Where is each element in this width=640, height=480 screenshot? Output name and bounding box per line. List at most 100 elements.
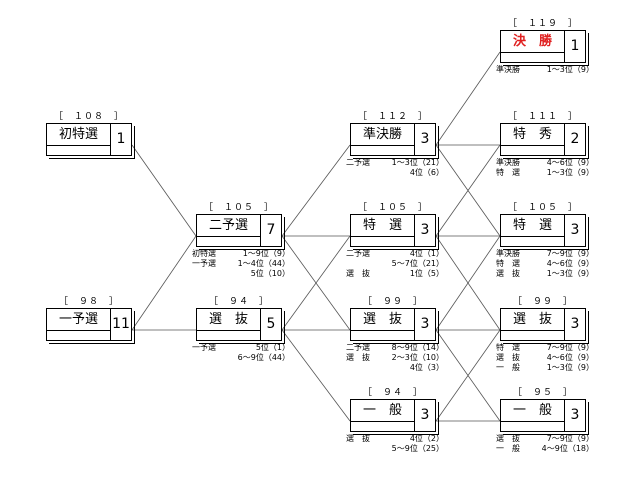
race-number: ［ ９５ ］ [512,388,573,398]
rank-range: 4位（3） [409,363,444,372]
rank-range: 1～3位（9） [546,168,594,177]
race-number: ［ １０５ ］ [203,203,274,213]
race-count: 3 [570,222,580,238]
rank-range: 8～9位（14） [391,343,444,352]
race-count: 5 [266,316,276,332]
race-name: 準決勝 [351,124,415,146]
source-race: 選 抜 [496,353,520,362]
race-box: 決 勝 1 [500,30,586,63]
rank-range: 1～9位（9） [242,249,290,258]
race-box: 初特選 1 [46,123,132,156]
qualifier-note: 特 選 1～3位（9） [496,168,594,178]
rank-range: 7～9位（9） [546,434,594,443]
source-race: 選 抜 [496,434,520,443]
rank-range: 7～9位（9） [546,249,594,258]
connector-r105a-r112 [281,144,351,237]
race-node-r95: ［ ９５ ］ 一 般 3 [500,388,589,435]
race-name: 決 勝 [501,31,565,53]
race-name: 一 般 [501,400,565,422]
connector-r112-r119 [435,51,501,146]
qualifier-note: 4位（3） [346,363,444,373]
race-number: ［ ９４ ］ [362,388,423,398]
race-name: 選 抜 [351,309,415,331]
connector-r108-r105a [131,144,197,237]
race-count: 3 [420,131,430,147]
qualifier-note: 5～7位（21） [346,259,444,269]
connector-r94a-r94b [281,329,351,422]
race-count: 3 [570,407,580,423]
race-name: 選 抜 [501,309,565,331]
source-race: 特 選 [496,343,520,352]
race-name: 二予選 [197,215,261,237]
race-name: 初特選 [47,124,111,146]
race-name-sub [47,146,111,155]
rank-range: 2～3位（10） [391,353,444,362]
race-number: ［ １０５ ］ [507,203,578,213]
race-box: 準決勝 3 [350,123,436,156]
connector-r94a-r105b [281,235,351,331]
source-race: 二予選 [346,249,370,258]
rank-range: 1～3位（21） [391,158,444,167]
race-count: 3 [420,407,430,423]
source-race: 一予選 [192,259,216,268]
race-node-r105c: ［ １０５ ］ 特 選 3 [500,203,589,250]
race-name-sub [351,422,415,431]
race-name-sub [501,422,565,431]
rank-range: 5～7位（21） [391,259,444,268]
source-race: 準決勝 [496,249,520,258]
source-race: 二予選 [346,158,370,167]
race-name-sub [501,53,565,62]
race-count: 1 [570,38,580,54]
race-count: 11 [112,316,130,332]
race-name: 特 選 [501,215,565,237]
race-name: 選 抜 [197,309,261,331]
race-name-sub [501,331,565,340]
qualifier-note: 準決勝 7～9位（9） [496,249,594,259]
race-number: ［ ９９ ］ [362,297,423,307]
qualifier-note: 二予選 1～3位（21） [346,158,444,168]
rank-range: 1～3位（9） [546,269,594,278]
race-number: ［ ９８ ］ [58,297,119,307]
rank-range: 4～6位（9） [546,158,594,167]
race-count: 1 [116,131,126,147]
rank-range: 1位（5） [409,269,444,278]
rank-range: 1～3位（9） [546,65,594,74]
qualifier-note: 4位（6） [346,168,444,178]
connector-r98-r105a [131,235,197,331]
source-race: 特 選 [496,168,520,177]
source-race: 選 抜 [346,353,370,362]
qualifier-note: 6～9位（44） [192,353,290,363]
race-number: ［ １１２ ］ [357,112,428,122]
race-box: 一 般 3 [500,399,586,432]
qualifier-note: 選 抜 2～3位（10） [346,353,444,363]
qualifier-note: 選 抜 7～9位（9） [496,434,594,444]
race-number: ［ ９９ ］ [512,297,573,307]
race-name-sub [501,237,565,246]
